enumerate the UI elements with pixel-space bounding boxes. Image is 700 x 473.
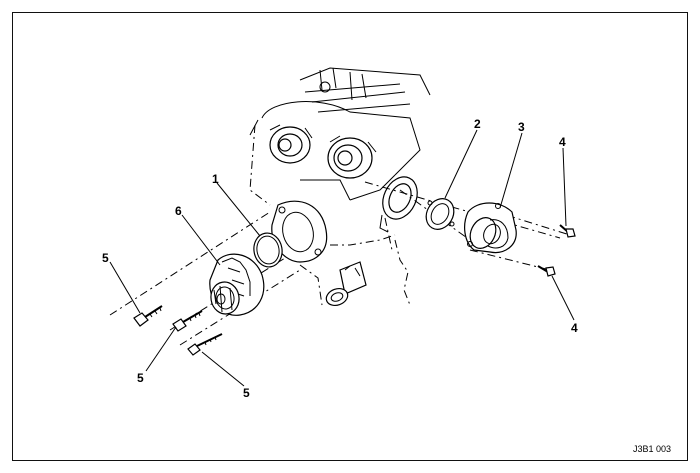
callout-6: 6 [175, 204, 182, 218]
callout-labels: 1 2 3 4 4 5 5 5 6 [102, 117, 578, 400]
engine-block-outline [249, 67, 431, 201]
callout-4-lower: 4 [571, 321, 578, 335]
thermostat-housing-gasket [425, 198, 455, 230]
figure-code: J3B1 003 [633, 444, 671, 454]
left-cam-boss [269, 124, 313, 164]
water-pump-gasket [253, 232, 283, 268]
callout-1: 1 [212, 172, 219, 186]
callout-4-upper: 4 [559, 135, 566, 149]
bolt-5-middle [172, 310, 203, 332]
coolant-inlet-pipe [325, 261, 367, 307]
callout-3: 3 [518, 120, 525, 134]
callout-5-middle: 5 [137, 371, 144, 385]
leader-lines [109, 129, 575, 387]
bolt-5-lower [187, 333, 223, 356]
callout-5-lower: 5 [243, 386, 250, 400]
callout-5-upper: 5 [102, 251, 109, 265]
water-pump [209, 253, 265, 316]
thermostat-housing [464, 202, 517, 254]
drawing-frame [12, 12, 688, 461]
callout-2: 2 [474, 117, 481, 131]
bolt-4-lower [537, 265, 556, 277]
bolt-4-upper [559, 224, 576, 238]
water-pump-mount-plate [271, 200, 328, 263]
bolt-5-upper [133, 305, 163, 327]
right-cam-boss [327, 135, 377, 179]
block-phantom-outline [249, 124, 411, 306]
